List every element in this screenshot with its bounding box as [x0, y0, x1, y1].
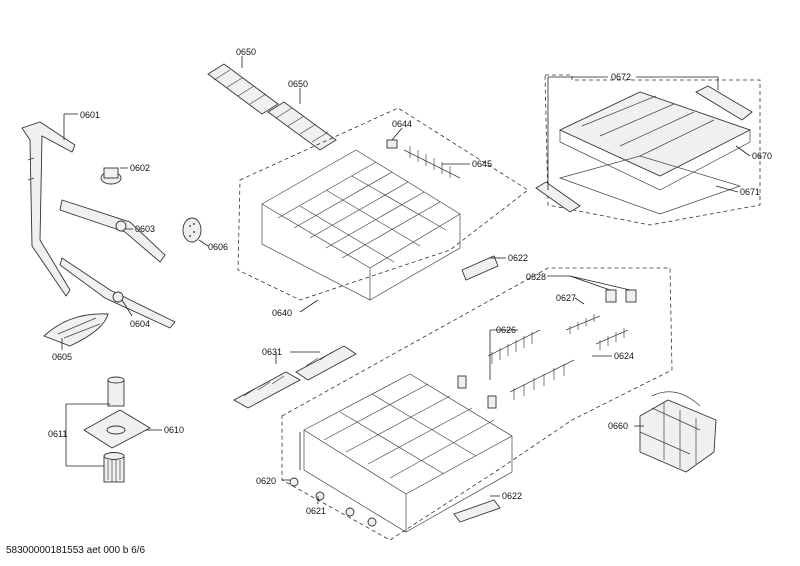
label-0604: 0604 [130, 319, 150, 329]
spray-arm-lower [59, 257, 176, 329]
label-0622-bottom: 0622 [502, 491, 522, 501]
label-0650-a: 0650 [236, 47, 256, 57]
tray-frame [558, 155, 742, 215]
cup-rack-insert [233, 345, 357, 409]
handle-lower [453, 499, 501, 523]
part-labels: 0650 0650 0672 0601 0644 0602 0645 0670 … [48, 47, 772, 516]
folding-tines [403, 146, 461, 179]
label-0627: 0627 [556, 293, 576, 303]
upper-basket-outline [237, 107, 529, 301]
lower-basket [303, 373, 513, 533]
label-0650-b: 0650 [288, 79, 308, 89]
handle-upper [461, 255, 499, 281]
label-0644: 0644 [392, 119, 412, 129]
rack-insert-b [267, 101, 337, 151]
label-0621: 0621 [306, 506, 326, 516]
label-0605: 0605 [52, 352, 72, 362]
label-0626: 0626 [496, 325, 516, 335]
tray-slide-left [535, 181, 581, 213]
lower-rack-tines [487, 314, 629, 400]
basket-clips [457, 289, 637, 409]
document-reference: 58300000181553 aet 000 b 6/6 [6, 545, 146, 556]
label-0602: 0602 [130, 163, 150, 173]
tray-outline [544, 74, 761, 226]
leader-lines [61, 56, 751, 504]
cutlery-tray [558, 91, 752, 191]
spray-arm-upper [59, 199, 166, 263]
filter-disc [182, 217, 202, 243]
label-0670: 0670 [752, 151, 772, 161]
spray-arm-nut [100, 167, 122, 185]
upper-basket [261, 149, 461, 301]
label-0672: 0672 [611, 72, 631, 82]
label-0606: 0606 [208, 242, 228, 252]
rack-insert-a [207, 63, 279, 115]
label-0640: 0640 [272, 308, 292, 318]
filter-cover [43, 313, 109, 347]
cup-clip [386, 139, 398, 149]
rack-rollers [289, 477, 377, 527]
label-0671: 0671 [740, 187, 760, 197]
label-0645: 0645 [472, 159, 492, 169]
label-0603: 0603 [135, 224, 155, 234]
spray-arm-pipe [21, 121, 76, 297]
lower-basket-outline [281, 267, 673, 541]
cutlery-basket [639, 391, 717, 473]
tray-slide-right [695, 85, 753, 121]
label-0610: 0610 [164, 425, 184, 435]
label-0631: 0631 [262, 347, 282, 357]
label-0624: 0624 [614, 351, 634, 361]
label-0611: 0611 [48, 429, 67, 439]
micro-filter [83, 376, 151, 449]
label-0628: 0628 [526, 272, 546, 282]
fine-filter [103, 452, 125, 483]
label-0622-top: 0622 [508, 253, 528, 263]
label-0620: 0620 [256, 476, 276, 486]
label-0601: 0601 [80, 110, 100, 120]
label-0660: 0660 [608, 421, 628, 431]
